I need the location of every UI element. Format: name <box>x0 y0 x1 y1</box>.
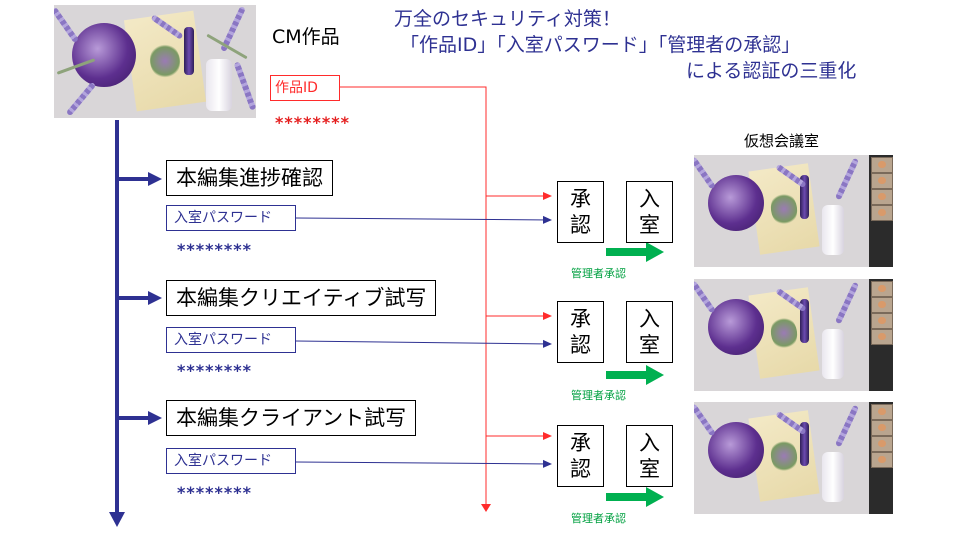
headline-line-3: による認証の三重化 <box>686 60 857 82</box>
stage-box-progress-check: 本編集進捗確認 <box>166 160 333 196</box>
room-password-field-1[interactable]: 入室パスワード <box>166 205 296 231</box>
stage-box-client-preview: 本編集クライアント試写 <box>166 400 417 436</box>
work-id-mask: ******** <box>275 113 350 132</box>
meeting-room-screen-1 <box>694 155 893 267</box>
work-id-field[interactable]: 作品ID <box>270 75 340 101</box>
enter-box-2: 入室 <box>626 301 673 363</box>
room-password-mask-3: ******** <box>177 483 252 502</box>
room-password-mask-2: ******** <box>177 361 252 380</box>
enter-box-1: 入室 <box>626 181 673 243</box>
password-line-1 <box>295 215 552 224</box>
approve-box-1: 承認 <box>557 181 604 243</box>
product-photo <box>54 5 256 118</box>
work-title: CM作品 <box>272 26 340 48</box>
headline-line-1: 万全のセキュリティ対策！ <box>394 8 621 30</box>
enter-box-3: 入室 <box>626 425 673 487</box>
virtual-room-title: 仮想会議室 <box>744 132 820 150</box>
meeting-room-screen-3 <box>694 402 893 514</box>
stage-box-creative-preview: 本編集クリエイティブ試写 <box>166 280 437 316</box>
timeline-arrowhead <box>109 512 125 527</box>
admin-approval-caption-3: 管理者承認 <box>571 512 626 525</box>
room-password-field-3[interactable]: 入室パスワード <box>166 448 296 474</box>
password-line-2 <box>295 339 552 348</box>
approve-arrow-3 <box>606 487 664 507</box>
headline-line-2: 「作品ID」「入室パスワード」「管理者の承認」 <box>400 34 801 56</box>
admin-approval-caption-2: 管理者承認 <box>571 389 626 402</box>
approve-box-2: 承認 <box>557 301 604 363</box>
room-password-mask-1: ******** <box>177 240 252 259</box>
approve-arrow-2 <box>606 365 664 385</box>
password-line-3 <box>295 459 552 468</box>
meeting-room-screen-2 <box>694 279 893 391</box>
admin-approval-caption-1: 管理者承認 <box>571 267 626 280</box>
approve-box-3: 承認 <box>557 425 604 487</box>
approve-arrow-1 <box>606 242 664 262</box>
id-line <box>340 86 487 508</box>
room-password-field-2[interactable]: 入室パスワード <box>166 327 296 353</box>
